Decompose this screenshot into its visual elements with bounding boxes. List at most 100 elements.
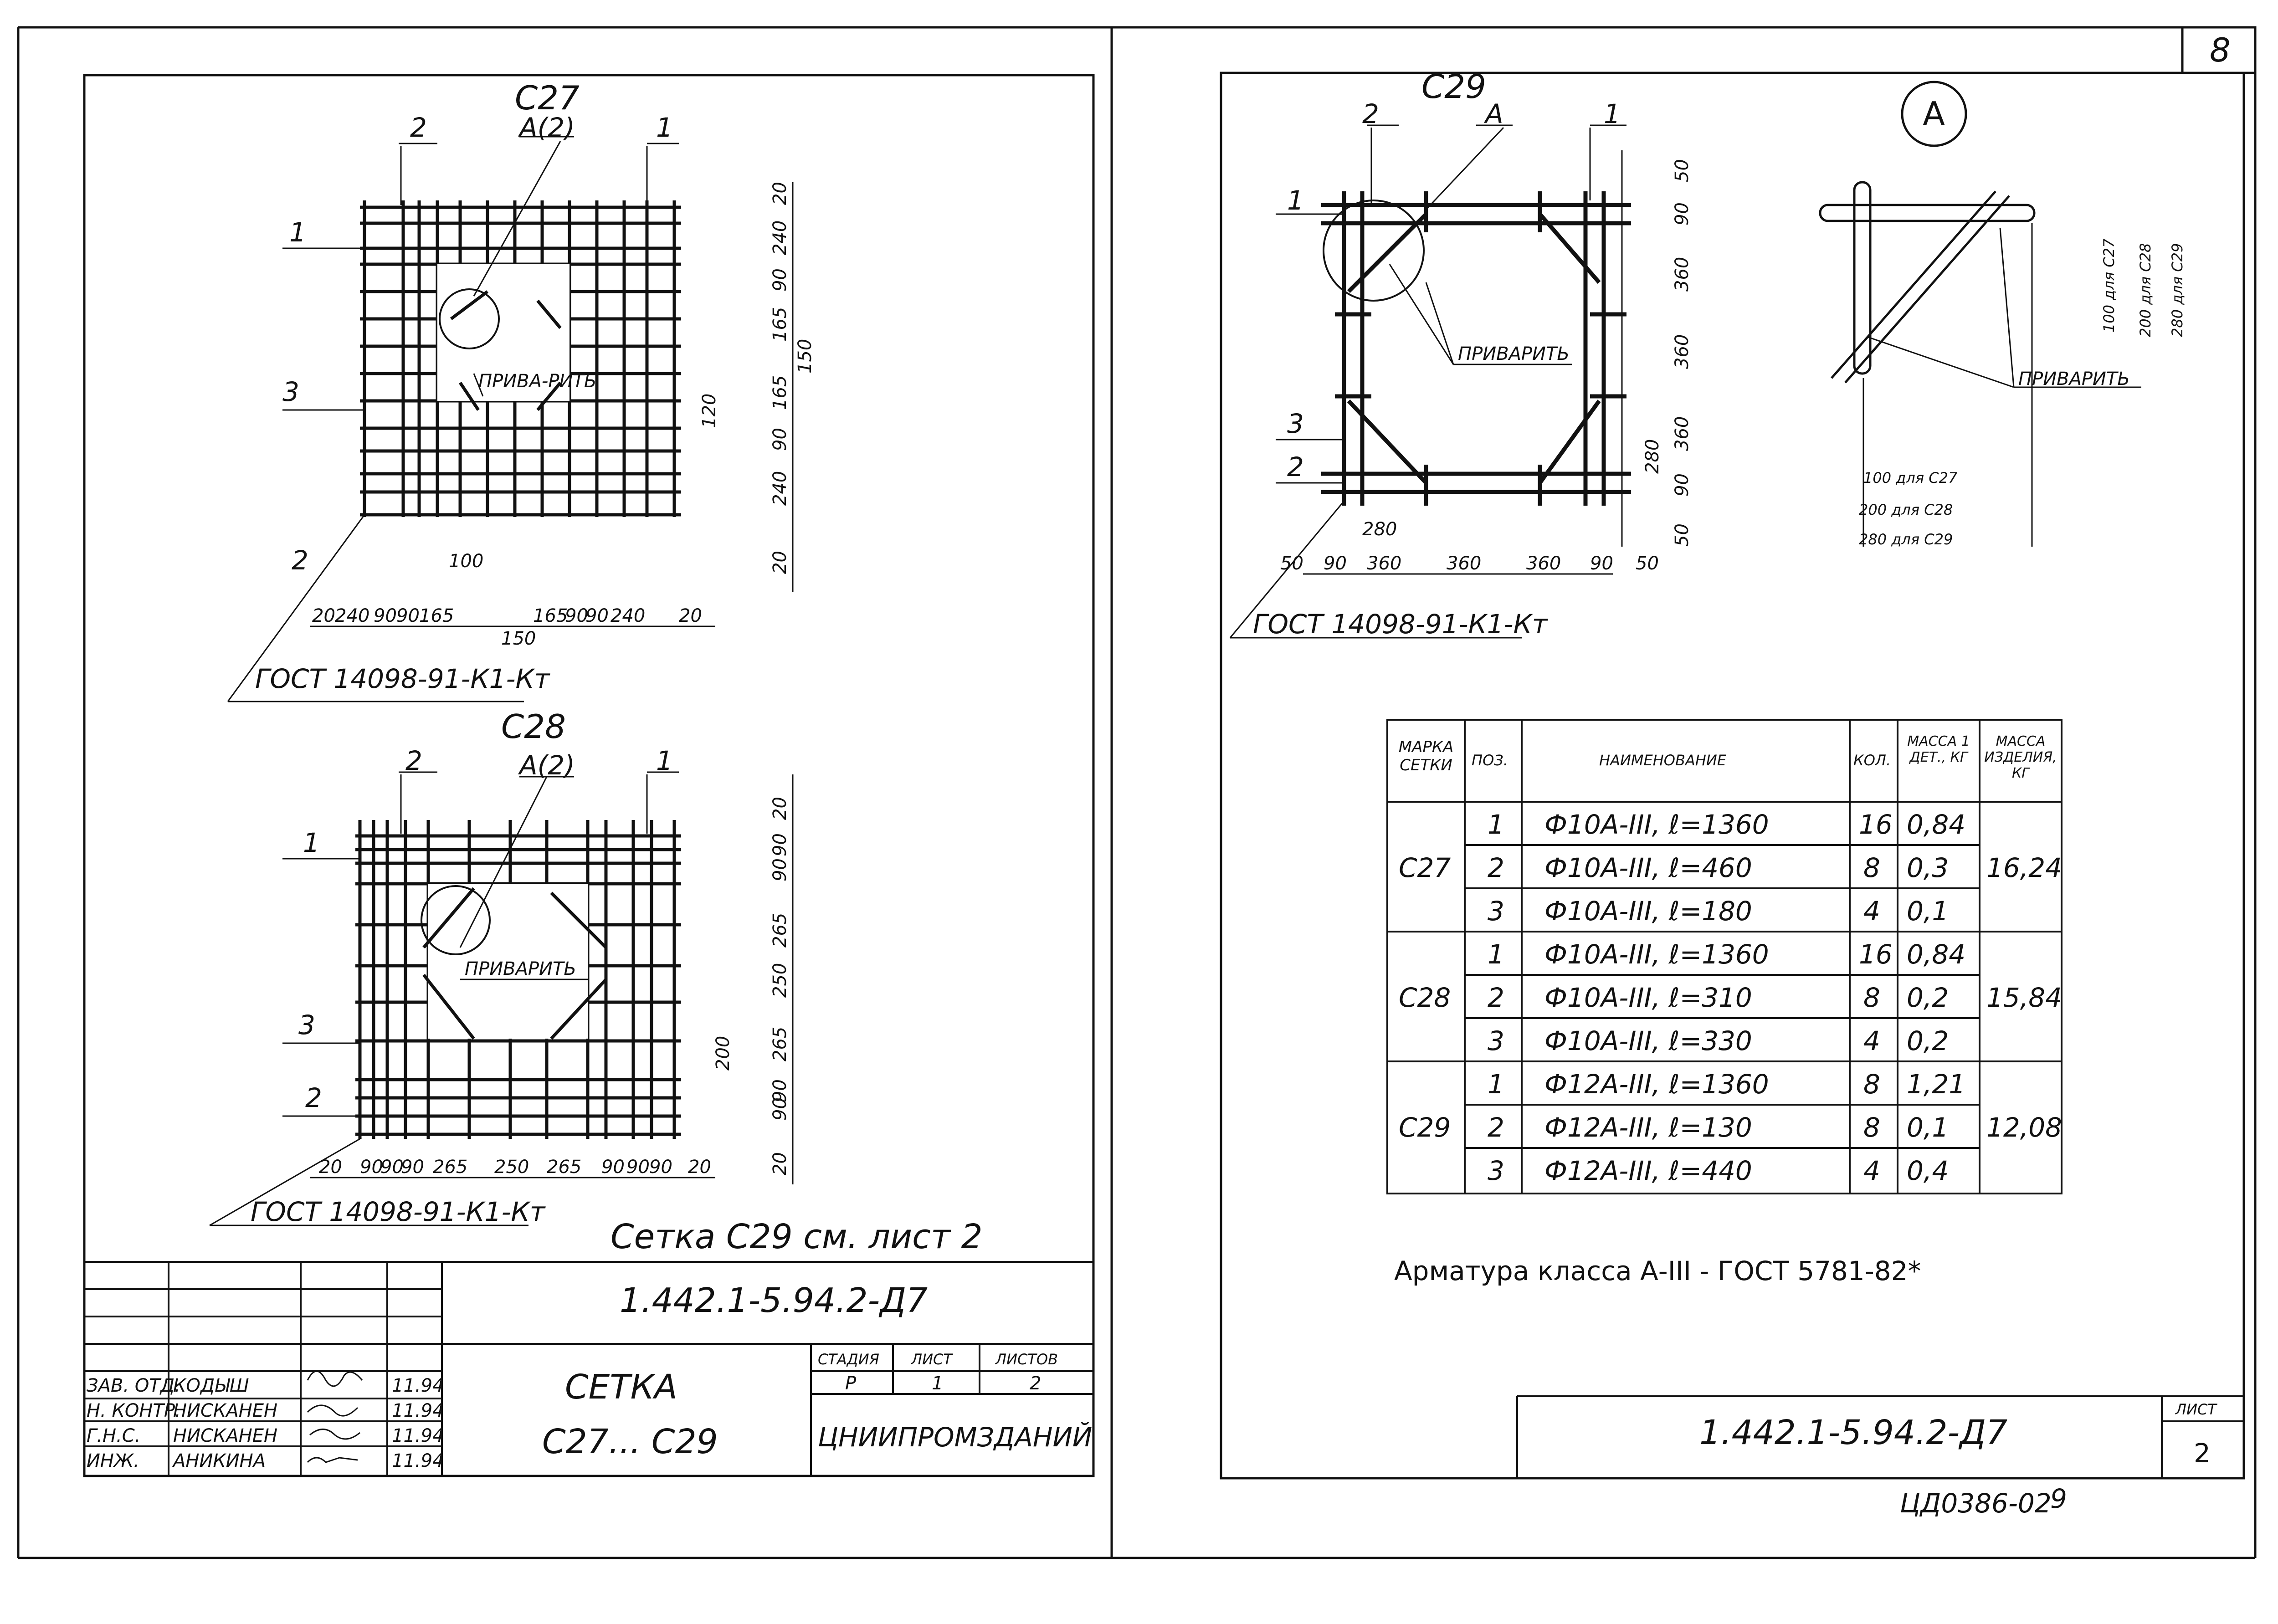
c29-bar-3: 3 bbox=[1287, 408, 1304, 439]
right-sheet-spec-table-groups-1-rows-1-mass: 0,2 bbox=[1907, 982, 1949, 1013]
c28-opening-bars bbox=[422, 887, 607, 1040]
left-sheet-title-block-rows-3-role: ИНЖ. bbox=[87, 1450, 139, 1471]
right-sheet-spec-table-groups-1-rows-0-mass: 0,84 bbox=[1907, 939, 1965, 970]
left-sheet-title-block-rows-1-date: 11.94 bbox=[392, 1400, 444, 1421]
sheets-value: 2 bbox=[1030, 1373, 1041, 1394]
c27-bar-2: 2 bbox=[410, 112, 427, 143]
left-sheet-c27-dims-bottom-8: 240 bbox=[611, 605, 645, 626]
c28-leaders bbox=[209, 771, 679, 1226]
right-sheet-spec-table-groups-2-rows-0-pos: 1 bbox=[1488, 1069, 1504, 1100]
signature-rows: ЗАВ. ОТД. КОДЫШ 11.94 Н. КОНТР. НИСКАНЕН… bbox=[87, 1375, 444, 1471]
left-sheet-c28-dims-bottom-5: 250 bbox=[494, 1157, 529, 1178]
header-mark: МАРКА СЕТКИ bbox=[1398, 738, 1454, 774]
total-c27: 16,24 bbox=[1986, 852, 2062, 883]
header-mass1: МАССА 1 ДЕТ., КГ bbox=[1907, 733, 1970, 765]
c29-weld-label: ПРИВАРИТЬ bbox=[1458, 343, 1570, 364]
right-sheet-spec-table-groups-0-rows-2-name: Ф10А-III, ℓ=180 bbox=[1544, 896, 1752, 927]
left-sheet-c27-dims-bottom-3: 90 bbox=[396, 605, 420, 626]
right-title-block: 1.442.1-5.94.2-Д7 ЛИСТ 2 bbox=[1516, 1395, 2244, 1478]
c27-leaders bbox=[227, 136, 679, 702]
detail-a-label: А bbox=[1923, 95, 1945, 133]
c27-title: С27 bbox=[515, 79, 580, 117]
right-sheet-c29-dims-right-3: 360 bbox=[1672, 334, 1693, 369]
left-sheet-c27-dims-bottom-5: 165 bbox=[533, 605, 568, 626]
right-sheet-c29-dims-right-4: 360 bbox=[1672, 416, 1693, 451]
c28-dims-right: 20 90 90 265 250 265 90 90 20 200 bbox=[713, 774, 794, 1184]
c28-gost: ГОСТ 14098-91-К1-Кт bbox=[251, 1196, 546, 1227]
mesh-c28: С28 А(2) bbox=[209, 707, 794, 1227]
c29-leaders bbox=[1229, 124, 1626, 639]
left-sheet-title-block-rows-0-name: КОДЫШ bbox=[173, 1375, 249, 1396]
sheet-header: ЛИСТ bbox=[911, 1351, 953, 1368]
left-sheet-c28-dims-bottom-4: 265 bbox=[433, 1157, 467, 1178]
left-sheet-c28-dims-right-6: 90 bbox=[770, 1079, 790, 1102]
right-sheet-spec-table-groups-0-rows-2-mass: 0,1 bbox=[1907, 896, 1949, 927]
right-sheet-c29-dims-bottom-4: 360 bbox=[1526, 553, 1561, 574]
right-sheet-c29-dims-bottom-5: 90 bbox=[1590, 553, 1613, 574]
left-sheet-c27-dims-right-4: 165 bbox=[770, 375, 790, 410]
mark-c29: С29 bbox=[1399, 1112, 1451, 1143]
right-sheet-spec-table-groups-2-rows-1-qty: 8 bbox=[1863, 1112, 1880, 1143]
right-sheet-spec-table-groups-1-rows-0-qty: 16 bbox=[1859, 939, 1893, 970]
right-sheet-spec-table-groups-0-rows-1-mass: 0,3 bbox=[1907, 852, 1949, 883]
left-sheet-c27-dims-right-6: 240 bbox=[770, 471, 790, 506]
left-title-name-1: СЕТКА bbox=[565, 1368, 677, 1407]
right-sheet-spec-table-groups-2-rows-1-mass: 0,1 bbox=[1907, 1112, 1949, 1143]
right-sheet-detail-a-dims-vertical-1: 200 для С28 bbox=[2137, 243, 2154, 337]
c27-gost: ГОСТ 14098-91-К1-Кт bbox=[255, 663, 551, 694]
left-sheet-c28-dims-right-1: 90 bbox=[770, 833, 790, 856]
right-sheet-detail-a-dims-horizontal-2: 280 для С29 bbox=[1859, 531, 1953, 548]
c28-bar-3: 3 bbox=[298, 1009, 315, 1040]
org-name: ЦНИИПРОМЗДАНИЙ bbox=[818, 1421, 1092, 1453]
c29-callout: А bbox=[1483, 98, 1503, 129]
sheet-number: 8 bbox=[2210, 31, 2231, 69]
left-sheet-title-block-rows-3-date: 11.94 bbox=[392, 1450, 444, 1471]
archive-page: 9 bbox=[2050, 1483, 2067, 1514]
c27-bar-2b: 2 bbox=[292, 545, 308, 576]
right-sheet-detail-a-dims-vertical-0: 100 для С27 bbox=[2100, 238, 2118, 333]
left-sheet-c27-dim-100: 100 bbox=[449, 551, 483, 572]
right-sheet-spec-table-groups-2-rows-2-qty: 4 bbox=[1863, 1155, 1880, 1186]
right-sheet-spec-table-groups-1-rows-0-name: Ф10А-III, ℓ=1360 bbox=[1544, 939, 1769, 970]
right-sheet-spec-table-groups-0-rows-0-pos: 1 bbox=[1488, 809, 1504, 840]
right-sheet-c29-dims-right-5: 90 bbox=[1672, 473, 1693, 497]
c28-bar-2b: 2 bbox=[305, 1082, 322, 1113]
right-sheet-spec-table-groups-2-rows-0-qty: 8 bbox=[1863, 1069, 1880, 1100]
left-sheet-c27-dims-bottom-0: 20 bbox=[312, 605, 335, 626]
c28-weld-label: ПРИВАРИТЬ bbox=[465, 958, 576, 979]
left-sheet-c28-dims-right-5: 265 bbox=[770, 1027, 790, 1061]
c27-bar-1: 1 bbox=[289, 217, 306, 248]
left-sheet-c28-dims-right-3: 265 bbox=[770, 913, 790, 948]
left-sheet-c28-dims-bottom-9: 90 bbox=[649, 1157, 672, 1178]
left-sheet-title-block-rows-2-date: 11.94 bbox=[392, 1425, 444, 1446]
rebar-note: Арматура класса А-III - ГОСТ 5781-82* bbox=[1394, 1255, 1921, 1286]
detail-a-leaders bbox=[1862, 223, 2141, 547]
left-sheet-c27-dims-right-0: 20 bbox=[770, 182, 790, 205]
right-sheet-detail-a-dims-horizontal-0: 100 для С27 bbox=[1863, 469, 1958, 487]
right-doc-code: 1.442.1-5.94.2-Д7 bbox=[1699, 1413, 2007, 1452]
left-sheet-c27-dims-right-2: 90 bbox=[770, 268, 790, 292]
right-sheet-spec-table-headers-1: ПОЗ. bbox=[1472, 752, 1508, 769]
right-sheet-spec-table-groups-1-rows-2-pos: 3 bbox=[1488, 1025, 1504, 1056]
left-sheet-c27-dims-right-5: 90 bbox=[770, 428, 790, 451]
right-sheet-spec-table-groups-2-rows-0-mass: 1,21 bbox=[1907, 1069, 1965, 1100]
c29-title: С29 bbox=[1421, 67, 1486, 106]
right-sheet-detail-a-dims-horizontal-1: 200 для С28 bbox=[1859, 501, 1953, 518]
c28-bar-1: 1 bbox=[303, 827, 320, 858]
mark-c27: С27 bbox=[1399, 852, 1451, 883]
mesh-c29: С29 bbox=[1229, 67, 1693, 640]
c29-bar-2b: 2 bbox=[1287, 451, 1304, 482]
left-sheet-c27-dims-right-3: 165 bbox=[770, 307, 790, 342]
left-sheet-c28-dims-bottom-8: 90 bbox=[626, 1157, 650, 1178]
archive-stamp: ЦД0386-02 bbox=[1900, 1488, 2052, 1519]
right-sheet-label: ЛИСТ bbox=[2175, 1401, 2217, 1418]
right-sheet-spec-table-groups-0-rows-0-qty: 16 bbox=[1859, 809, 1893, 840]
left-sheet-c28-dims-right-8: 20 bbox=[770, 1152, 790, 1175]
stage-value: Р bbox=[845, 1373, 857, 1394]
c27-bar-3: 3 bbox=[282, 376, 299, 407]
c29-dims-right: 50 90 360 360 360 90 50 280 bbox=[1642, 159, 1693, 547]
spec-table: МАРКА СЕТКИ ПОЗ. НАИМЕНОВАНИЕ КОЛ. МАССА… bbox=[1386, 719, 2063, 1194]
spec-headers: МАРКА СЕТКИ ПОЗ. НАИМЕНОВАНИЕ КОЛ. МАССА… bbox=[1398, 733, 2057, 781]
left-sheet-c27-dim-120: 120 bbox=[699, 394, 720, 428]
left-sheet-title-block-rows-0-date: 11.94 bbox=[392, 1375, 444, 1396]
